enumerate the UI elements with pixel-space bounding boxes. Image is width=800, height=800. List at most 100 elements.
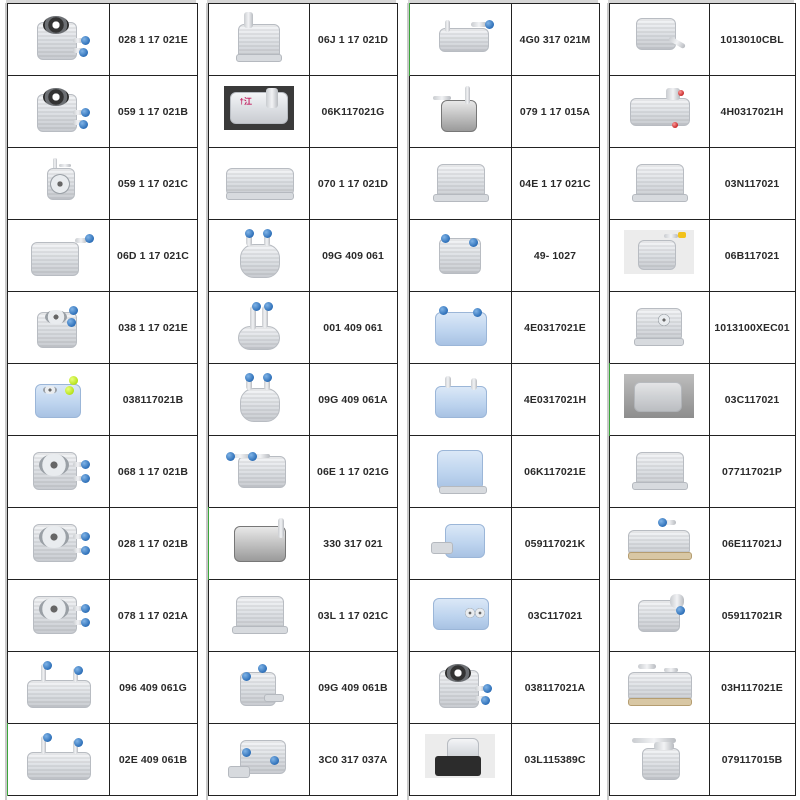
- product-image-cell[interactable]: [6, 147, 110, 220]
- product-image-cell[interactable]: [6, 435, 110, 508]
- product-image-cell[interactable]: [408, 363, 512, 436]
- product-image-cell[interactable]: [207, 3, 310, 76]
- part-number-cell[interactable]: 09G 409 061B: [308, 651, 398, 724]
- product-image-cell[interactable]: [608, 291, 710, 364]
- product-image-cell[interactable]: [408, 651, 512, 724]
- square-cooler-with-side-pipes-icon: [23, 442, 93, 496]
- part-number-cell[interactable]: 06K117021E: [510, 435, 600, 508]
- product-image-cell[interactable]: [207, 291, 310, 364]
- part-number-cell[interactable]: 03C117021: [510, 579, 600, 652]
- product-image-cell[interactable]: [608, 435, 710, 508]
- product-image-cell[interactable]: [608, 579, 710, 652]
- product-image-cell[interactable]: [608, 723, 710, 796]
- part-number-cell[interactable]: 49- 1027: [510, 219, 600, 292]
- round-cooler-with-curved-pipes-icon: [224, 298, 294, 352]
- light-blue-cooler-with-ports-icon: [425, 370, 495, 424]
- product-image-cell[interactable]: [608, 3, 710, 76]
- product-image-cell[interactable]: [608, 147, 710, 220]
- part-number-cell[interactable]: 4H0317021H: [708, 75, 796, 148]
- table-row: 078 1 17 021A: [6, 579, 198, 652]
- part-number-cell[interactable]: 04E 1 17 021C: [510, 147, 600, 220]
- part-number-cell[interactable]: 06K117021G: [308, 75, 398, 148]
- product-image-cell[interactable]: [207, 147, 310, 220]
- product-image-cell[interactable]: [6, 723, 110, 796]
- part-number-cell[interactable]: 4E0317021H: [510, 363, 600, 436]
- product-image-cell[interactable]: [207, 435, 310, 508]
- product-image-cell[interactable]: [408, 75, 512, 148]
- part-number-cell[interactable]: 4E0317021E: [510, 291, 600, 364]
- part-number-cell[interactable]: 02E 409 061B: [108, 723, 198, 796]
- part-number-cell[interactable]: 078 1 17 021A: [108, 579, 198, 652]
- product-image-cell[interactable]: [408, 147, 512, 220]
- part-number-cell[interactable]: 06D 1 17 021C: [108, 219, 198, 292]
- product-image-cell[interactable]: [6, 219, 110, 292]
- product-image-cell[interactable]: [408, 507, 512, 580]
- product-image-cell[interactable]: [408, 291, 512, 364]
- part-number-cell[interactable]: 4G0 317 021M: [510, 3, 600, 76]
- product-image-cell[interactable]: [207, 579, 310, 652]
- product-image-cell[interactable]: [6, 291, 110, 364]
- part-number-cell[interactable]: 06B117021: [708, 219, 796, 292]
- product-image-cell[interactable]: [207, 219, 310, 292]
- table-row: 03C117021: [608, 363, 796, 436]
- part-number-cell[interactable]: 079 1 17 015A: [510, 75, 600, 148]
- part-number-cell[interactable]: 06E117021J: [708, 507, 796, 580]
- part-number-cell[interactable]: 03L 1 17 021C: [308, 579, 398, 652]
- product-image-cell[interactable]: [408, 435, 512, 508]
- part-number-cell[interactable]: 3C0 317 037A: [308, 723, 398, 796]
- part-number-cell[interactable]: 038 1 17 021E: [108, 291, 198, 364]
- product-image-cell[interactable]: [6, 579, 110, 652]
- product-image-cell[interactable]: [408, 219, 512, 292]
- product-image-cell[interactable]: [6, 363, 110, 436]
- product-image-cell[interactable]: [207, 507, 310, 580]
- part-number-cell[interactable]: 059 1 17 021C: [108, 147, 198, 220]
- part-number-cell[interactable]: 096 409 061G: [108, 651, 198, 724]
- part-number-cell[interactable]: 09G 409 061A: [308, 363, 398, 436]
- rectangular-plate-cooler-icon: [224, 586, 294, 640]
- product-image-cell[interactable]: [608, 363, 710, 436]
- product-image-cell[interactable]: [608, 75, 710, 148]
- product-image-cell[interactable]: [408, 579, 512, 652]
- part-number-cell[interactable]: 06E 1 17 021G: [308, 435, 398, 508]
- product-image-cell[interactable]: [608, 219, 710, 292]
- product-image-cell[interactable]: [608, 651, 710, 724]
- part-number-cell[interactable]: 059117021R: [708, 579, 796, 652]
- product-image-cell[interactable]: [6, 3, 110, 76]
- part-number-cell[interactable]: 038117021B: [108, 363, 198, 436]
- part-number-cell[interactable]: 001 409 061: [308, 291, 398, 364]
- part-number-cell[interactable]: 03L115389C: [510, 723, 600, 796]
- product-image-cell[interactable]: [6, 507, 110, 580]
- cooler-with-mount-and-blue-plugs-icon: [224, 730, 294, 784]
- product-image-cell[interactable]: †江: [207, 75, 310, 148]
- part-number-cell[interactable]: 028 1 17 021B: [108, 507, 198, 580]
- product-image-cell[interactable]: [6, 651, 110, 724]
- part-number-cell[interactable]: 03C117021: [708, 363, 796, 436]
- part-number-cell[interactable]: 059117021K: [510, 507, 600, 580]
- part-number-cell[interactable]: 1013010CBL: [708, 3, 796, 76]
- table-row: 06B117021: [608, 219, 796, 292]
- part-number-cell[interactable]: 1013100XEC01: [708, 291, 796, 364]
- table-row: 096 409 061G: [6, 651, 198, 724]
- part-number-cell[interactable]: 077117021P: [708, 435, 796, 508]
- part-number-cell[interactable]: 330 317 021: [308, 507, 398, 580]
- product-image-cell[interactable]: [6, 75, 110, 148]
- part-number-cell[interactable]: 06J 1 17 021D: [308, 3, 398, 76]
- product-image-cell[interactable]: [408, 723, 512, 796]
- part-number-cell[interactable]: 03H117021E: [708, 651, 796, 724]
- product-image-cell[interactable]: [207, 651, 310, 724]
- part-number-cell[interactable]: 059 1 17 021B: [108, 75, 198, 148]
- part-number-cell[interactable]: 068 1 17 021B: [108, 435, 198, 508]
- product-image-cell[interactable]: [408, 3, 512, 76]
- part-number-cell[interactable]: 028 1 17 021E: [108, 3, 198, 76]
- product-image-cell[interactable]: [207, 363, 310, 436]
- part-number-cell[interactable]: 079117015B: [708, 723, 796, 796]
- part-number-cell[interactable]: 09G 409 061: [308, 219, 398, 292]
- square-cooler-with-seal-and-blue-plugs-icon: [23, 10, 93, 64]
- part-number-cell[interactable]: 070 1 17 021D: [308, 147, 398, 220]
- part-number-cell[interactable]: 03N117021: [708, 147, 796, 220]
- part-number-cell[interactable]: 038117021A: [510, 651, 600, 724]
- product-image-cell[interactable]: [608, 507, 710, 580]
- product-image-cell[interactable]: [207, 723, 310, 796]
